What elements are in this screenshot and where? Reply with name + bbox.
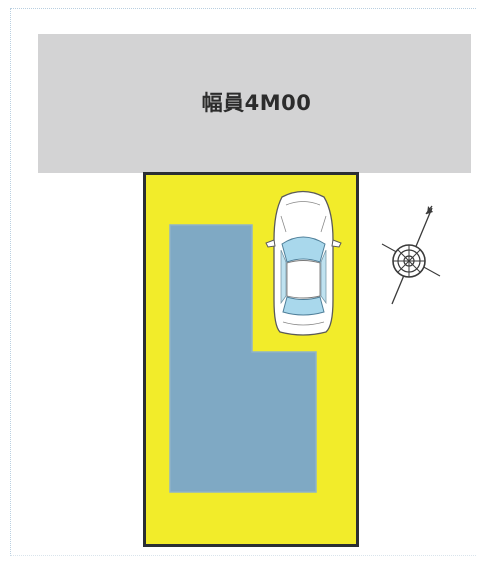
page-frame [10, 8, 476, 556]
road-width-label: 幅員4M00 [201, 90, 312, 115]
north-arrow-icon [381, 205, 441, 305]
car-icon [265, 190, 342, 336]
building-footprint [169, 224, 317, 493]
road: 幅員4M00 [38, 34, 471, 173]
